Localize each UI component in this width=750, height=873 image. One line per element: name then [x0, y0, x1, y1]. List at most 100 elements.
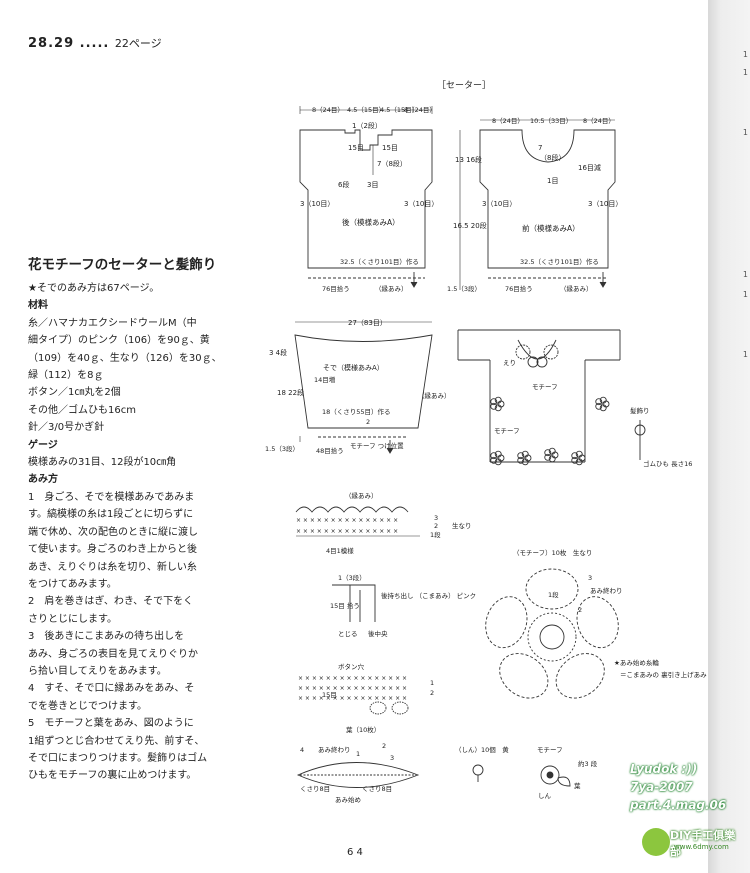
motif-petal [576, 596, 619, 649]
upper-height: 13 16段 [455, 155, 482, 164]
back-title: 後（模様あみA） [342, 217, 400, 227]
hair-ornament-label: 髪飾り [630, 406, 650, 415]
back-width-1: 8（24目） [312, 106, 344, 114]
edging-repeat: 4目1模様 [326, 546, 354, 555]
instruction-line: 材料 [28, 300, 48, 312]
instruction-line: ゲージ [28, 439, 58, 451]
sleeve-cuff-height: 1.5（3段） [265, 444, 299, 453]
motif-petal [525, 568, 579, 610]
small-flower-icon [595, 396, 610, 412]
instruction-line: 3 後あきにこまあみの待ち出しを [28, 631, 185, 643]
sleeve-pick-up: 48目拾う [316, 446, 344, 455]
edging-row-3: 3 [434, 514, 438, 522]
logo-site: www.6dmy.com [674, 843, 729, 851]
instruction-line: 端で休め、次の配色のときに縦に渡し [28, 526, 198, 538]
edging-chart: （縁あみ） × × × × × × × × × × × × × × × × × … [295, 491, 472, 555]
small-motif-leaf: 葉 [574, 781, 581, 790]
back-armhole-left: 3（10目） [300, 200, 334, 208]
placket-pick: 15目 拾う [330, 601, 360, 610]
back-armhole-right: 3（10目） [404, 200, 438, 208]
front-body-diagram: 8（24目） 10.5（33目） 8（24目） 7 （8段） 16目減 1目 3… [479, 117, 622, 293]
page-reference: 22ページ [114, 37, 162, 50]
leaf-row-3: 3 [390, 754, 394, 762]
hem-height: 1.5（3段） [447, 284, 481, 293]
motif-end: あみ終わり [590, 586, 623, 595]
pattern-number: 28.29 [28, 36, 75, 51]
collar-top-2: 2 [430, 689, 434, 697]
edging-row-1: 1段 [430, 530, 441, 539]
assembly-diagram: えり モチーフ モチーフ 髪飾り ゴムひも 長さ16 [457, 329, 692, 468]
motif-row-2: 2 [578, 606, 582, 614]
sleeve-length: 18 22段 [277, 388, 304, 397]
instruction-line: 糸／ハマナカエクシードウールM（中 [28, 317, 197, 329]
instruction-line: 緑（112）を8ｇ [28, 370, 104, 382]
back-cast-on: 32.5（くさり101目）作る [340, 257, 419, 266]
watermark-line-1: Lyudok :)) [630, 762, 698, 776]
back-neck-rows: 1（2段） [352, 121, 382, 130]
watermark-line-3: part.4.mag.06 [630, 798, 727, 812]
lower-height: 16.5 20段 [453, 221, 487, 230]
edging-row2-marks: × × × × × × × × × × × × × × × [296, 517, 398, 524]
motif-legend-stitch: ＝こまあみの 裏引き上げあみ [620, 670, 707, 679]
sleeve-cast-on: 18（くさり55目）作る [322, 407, 391, 416]
leaf-end: あみ終わり [318, 745, 351, 754]
front-width-3: 8（24目） [583, 117, 615, 125]
motif-row-3: 3 [588, 574, 592, 582]
front-neck-rows: 7 [538, 144, 542, 152]
instruction-line: 針／3/0号かぎ針 [28, 422, 105, 434]
back-edging: （縁あみ） [375, 284, 408, 293]
placket-close: とじる [338, 630, 358, 638]
small-flower-icon [571, 450, 586, 466]
edging-color: 生なり [452, 521, 472, 530]
sleeve-increase: 14目増 [314, 375, 336, 384]
leaf-chart: 葉（10枚） あみ終わり 4 2 1 3 くさり8目 くさり8目 あみ始め [296, 725, 420, 804]
page-header: 28.29 ..... 22ページ [28, 35, 162, 51]
instruction-line: 模様あみの31目、12段が10㎝角 [28, 457, 177, 469]
placket-label: 後持ち出し （こまあみ） ピンク [381, 591, 476, 600]
leaf-chain-left: くさり8目 [300, 785, 330, 793]
sleeve-diagram: 27（83目） 3 4段 18 22段 そで（模様あみA） 14目増 18（くさ… [265, 319, 451, 455]
sleeve-edging: （縁あみ） [418, 391, 451, 400]
motif-row-1: 1段 [548, 590, 559, 599]
collar-15-st: 15目 [322, 691, 337, 699]
leaf-title: 葉（10枚） [346, 725, 380, 734]
instruction-line: て使います。身ごろのわき上からと後 [28, 544, 197, 556]
placket-center: 後中央 [368, 629, 388, 638]
sleeve-title: そで（模様あみA） [323, 363, 384, 372]
assembly-collar: えり [503, 359, 516, 367]
back-width-4: 8（24目） [404, 106, 436, 114]
back-placket-chart: 1（3段） 後持ち出し （こまあみ） ピンク 15目 拾う とじる 後中央 [330, 573, 476, 638]
instruction-line: 1組ずつとじ合わせてえり先、前すそ、 [28, 735, 205, 747]
instruction-line: そで口にまつりつけます。髪飾りはゴム [28, 752, 208, 764]
edge-number: 1 [742, 68, 748, 77]
assembly-motif: モチーフ [532, 383, 558, 391]
front-width-2: 10.5（33目） [530, 117, 572, 125]
instruction-line: 4 すそ、そで口に縁あみをあみ、そ [28, 683, 195, 695]
small-flower-icon [544, 447, 559, 463]
edge-number: 1 [742, 350, 748, 359]
height-dimensions: 13 16段 16.5 20段 1.5（3段） [447, 130, 487, 293]
logo-mark [642, 828, 670, 856]
stamen-label: （しん）10個 黄 [455, 745, 509, 754]
instruction-line: す。縞模様の糸は1段ごとに切らずに [28, 509, 194, 521]
edge-number: 1 [742, 290, 748, 299]
collar-top-1: 1 [430, 679, 434, 687]
collar-chart: ボタン穴 × × × × × × × × × × × × × × × × × ×… [298, 662, 434, 715]
instruction-line: あみ方 [28, 474, 58, 486]
sleeve-width: 27（83目） [348, 319, 387, 327]
back-opening-rows: 7（8段） [377, 159, 407, 168]
sleeve-cap-height: 3 4段 [269, 348, 287, 357]
sleeve-motif-position: モチーフ つけ位置 [350, 441, 404, 450]
edging-row1-marks: × × × × × × × × × × × × × × × [296, 528, 398, 535]
instruction-line: ボタン／1㎝丸を2個 [28, 387, 121, 399]
leaf-start: あみ始め [335, 795, 361, 804]
back-opening-dec: 6段 [338, 180, 349, 189]
flower-motif-chart: （モチーフ）10枚 生なり 1段 あみ終わり 3 2 ★あみ始め糸輪 ＝こまあみ… [485, 548, 707, 699]
edging-title: （縁あみ） [345, 491, 378, 500]
back-width-2: 4.5（15目） [347, 106, 385, 114]
placket-rows: 1（3段） [338, 573, 366, 582]
front-cast-on: 32.5（くさり101目）作る [520, 257, 599, 266]
buttonhole-label: ボタン穴 [338, 662, 365, 671]
front-armhole-left: 3（10目） [482, 200, 516, 208]
leaf-row-2: 2 [382, 742, 386, 750]
